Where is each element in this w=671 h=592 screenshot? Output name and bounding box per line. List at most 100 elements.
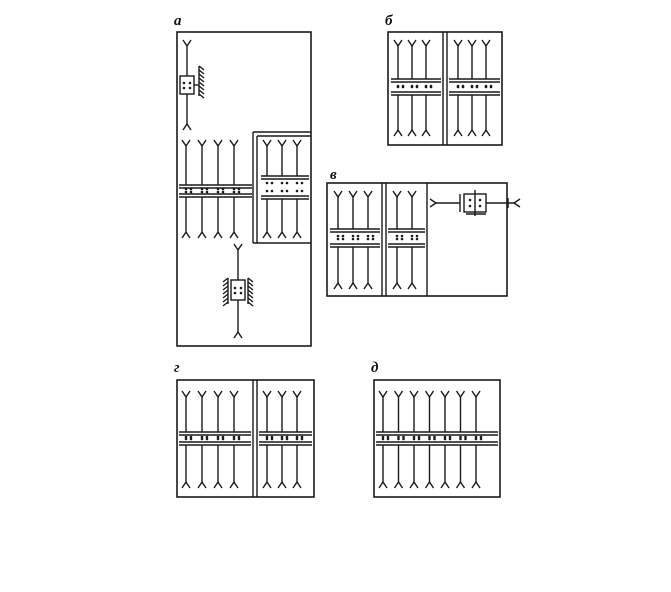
antenna-fork-icon [277, 481, 283, 489]
terminal-dot [237, 187, 241, 191]
antenna-fork-icon [407, 39, 413, 47]
terminal-dot [216, 187, 220, 191]
terminal-dot [280, 189, 284, 193]
terminal-dot [265, 189, 269, 193]
antenna-fork-icon [396, 190, 402, 198]
terminal-dot [184, 190, 188, 194]
label-g: г [174, 360, 180, 376]
terminal-dot [489, 85, 493, 89]
antenna-fork-icon [440, 390, 446, 398]
terminal-dot [188, 86, 192, 90]
terminal-dot [410, 85, 414, 89]
terminal-dot [351, 237, 355, 241]
terminal-dot [428, 435, 431, 439]
antenna-fork-icon [213, 139, 219, 147]
antenna-fork-icon [237, 331, 243, 339]
terminal-dot [424, 85, 428, 89]
antenna-fork-icon [457, 39, 463, 47]
terminal-dot [205, 187, 209, 191]
terminal-dot [356, 237, 360, 241]
terminal-dot [456, 85, 460, 89]
antenna-fork-icon [459, 481, 466, 489]
antenna-fork-icon [233, 243, 239, 251]
terminal-dot [475, 85, 479, 89]
antenna-fork-icon [363, 190, 369, 198]
terminal-dot [484, 85, 488, 89]
terminal-dot [237, 435, 241, 439]
terminal-dot [381, 437, 385, 441]
terminal-dot [295, 437, 299, 441]
terminal-dot [459, 437, 462, 441]
hatched-wall-icon [222, 277, 229, 283]
terminal-dot [285, 435, 289, 439]
terminal-dot [184, 437, 188, 441]
terminal-dot [221, 435, 225, 439]
antenna-fork-icon [428, 481, 435, 489]
antenna-fork-icon [292, 481, 298, 489]
terminal-dot [184, 435, 188, 439]
antenna-fork-icon [181, 139, 187, 147]
terminal-dot [300, 189, 304, 193]
antenna-fork-icon [277, 231, 283, 239]
hatched-wall-icon [198, 73, 205, 79]
antenna-fork-icon [407, 129, 413, 137]
antenna-fork-icon [425, 39, 431, 47]
antenna-fork-icon [217, 231, 223, 239]
hatched-wall-icon [222, 281, 229, 287]
terminal-dot [237, 190, 241, 194]
antenna-fork-icon [229, 139, 235, 147]
antenna-fork-icon [262, 139, 268, 147]
antenna-fork-icon [444, 481, 450, 489]
label-a: а [174, 13, 182, 29]
terminal-dot [189, 435, 193, 439]
terminal-dot [395, 237, 399, 241]
antenna-fork-icon [348, 190, 354, 198]
antenna-fork-icon [281, 390, 287, 398]
terminal-dot [336, 234, 340, 238]
antenna-fork-icon [481, 39, 487, 47]
antenna-fork-icon [453, 129, 459, 137]
antenna-fork-icon [397, 129, 403, 137]
terminal-dot [341, 234, 345, 238]
antenna-fork-icon [367, 282, 373, 290]
hatched-wall-icon [222, 297, 229, 303]
hatched-wall-icon [198, 89, 205, 95]
antenna-fork-icon [201, 231, 207, 239]
antenna-fork-icon [429, 198, 437, 204]
hatched-wall-icon [247, 301, 254, 307]
antenna-fork-icon [296, 231, 302, 239]
antenna-fork-icon [413, 481, 419, 489]
terminal-dot [200, 187, 204, 191]
terminal-dot [464, 437, 467, 441]
antenna-fork-icon [197, 139, 203, 147]
terminal-dot [239, 291, 243, 295]
terminal-dot [336, 237, 340, 241]
antenna-fork-icon [292, 231, 298, 239]
antenna-fork-icon [182, 123, 188, 131]
terminal-dot [366, 234, 370, 238]
terminal-dot [478, 204, 482, 208]
antenna-fork-icon [413, 390, 419, 398]
antenna-fork-icon [455, 390, 462, 398]
antenna-fork-icon [186, 39, 192, 47]
antenna-fork-icon [185, 139, 191, 147]
antenna-fork-icon [217, 139, 223, 147]
terminal-dot [464, 435, 467, 439]
antenna-fork-icon [233, 390, 239, 398]
antenna-fork-icon [213, 231, 219, 239]
hatched-wall-icon [198, 65, 205, 71]
antenna-fork-icon [229, 231, 235, 239]
antenna-fork-icon [217, 481, 223, 489]
terminal-dot [470, 85, 474, 89]
antenna-fork-icon [367, 190, 373, 198]
antenna-fork-icon [378, 481, 384, 489]
terminal-dot [428, 437, 431, 441]
terminal-dot [221, 190, 225, 194]
antenna-fork-icon [266, 139, 272, 147]
frame-v [326, 182, 508, 297]
terminal-dot [295, 181, 299, 185]
terminal-dot [448, 437, 452, 441]
terminal-dot [270, 437, 274, 441]
terminal-dot [265, 435, 269, 439]
hatched-wall-icon [198, 81, 205, 87]
